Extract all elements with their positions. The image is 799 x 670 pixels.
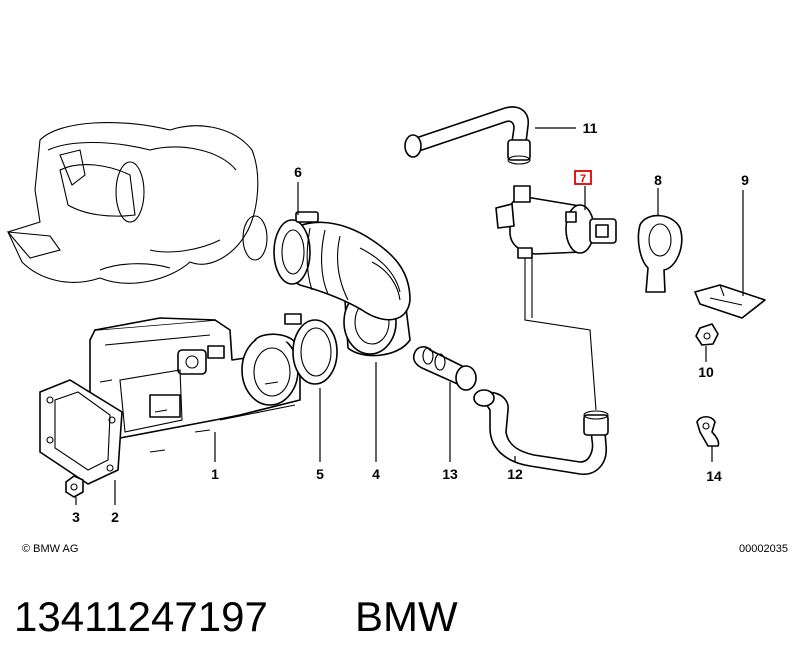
intake-manifold — [6, 122, 268, 284]
callout-10: 10 — [698, 364, 714, 380]
part-number: 13411247197 — [14, 593, 268, 640]
callout-8: 8 — [654, 172, 662, 188]
callout-7: 7 — [580, 173, 586, 185]
diagram-code: 00002035 — [739, 543, 788, 555]
callout-1: 1 — [211, 466, 219, 482]
callout-12: 12 — [507, 466, 523, 482]
brand-name: BMW — [355, 593, 458, 640]
callout-11: 11 — [583, 120, 598, 136]
copyright-text: © BMW AG — [22, 543, 78, 555]
callout-14: 14 — [706, 468, 722, 484]
connection-lines — [524, 258, 597, 411]
gasket — [39, 379, 123, 485]
callout-6: 6 — [294, 164, 302, 180]
grommet — [695, 323, 719, 346]
intake-hose — [273, 211, 411, 321]
air-flow-meter — [89, 317, 301, 453]
idle-air-valve — [495, 170, 617, 259]
formed-hose — [473, 389, 609, 475]
callout-9: 9 — [741, 172, 749, 188]
callout-5: 5 — [316, 466, 324, 482]
callout-labels: 1 2 3 4 5 6 8 9 10 11 12 13 14 — [72, 120, 749, 525]
highlight-marker — [574, 170, 592, 185]
bent-pipe — [404, 106, 531, 165]
callout-13: 13 — [442, 466, 458, 482]
callout-2: 2 — [111, 509, 119, 525]
bracket — [694, 284, 766, 319]
clip — [696, 415, 720, 447]
hose-fitting — [412, 346, 477, 391]
leader-lines — [75, 127, 744, 505]
hose-clamp — [284, 313, 338, 385]
rubber-mount — [637, 214, 683, 293]
callout-3: 3 — [72, 509, 80, 525]
callout-4: 4 — [372, 466, 380, 482]
nut — [65, 475, 84, 498]
